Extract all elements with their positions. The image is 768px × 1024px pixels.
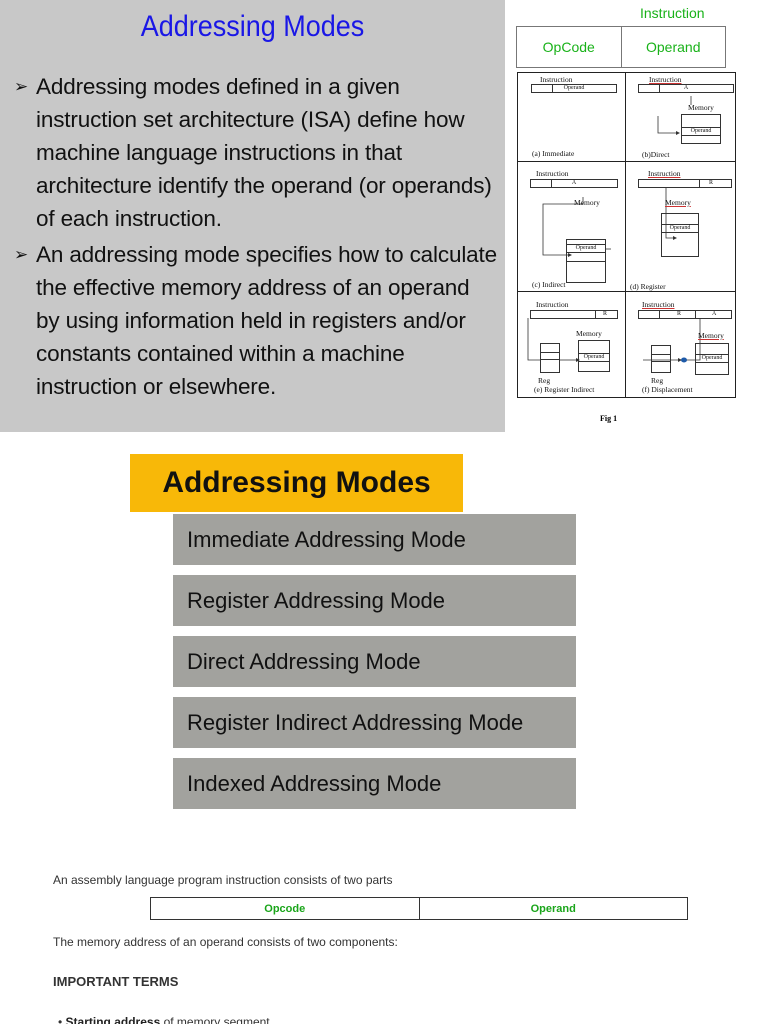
fig-d-caption: (d) Register (630, 282, 666, 291)
fig-d-header: Instruction (648, 169, 681, 178)
fig-a-header: Instruction (540, 75, 573, 84)
slide-title: Addressing Modes (140, 10, 365, 43)
fig-f-register-cell (652, 354, 670, 362)
fig-c-instruction: A (530, 179, 618, 188)
figure-caption: Fig 1 (600, 414, 618, 423)
fig-e-caption: (e) Register Indirect (534, 385, 595, 394)
opcode-cell: Opcode (264, 902, 306, 915)
memory-components-text: The memory address of an operand consist… (53, 935, 398, 949)
fig-c-memory-block: Operand (566, 239, 606, 283)
slide-panel: Addressing Modes ➢ Addressing modes defi… (0, 0, 505, 432)
fig-f-instruction: R A (638, 310, 732, 319)
list-item-rest: of memory segment. (160, 1015, 273, 1024)
bullet-isa: ➢ Addressing modes defined in a given in… (14, 70, 498, 235)
fig-f-header: Instruction (642, 300, 675, 309)
fig-e-reg-label: Reg (538, 376, 551, 385)
modes-header: Addressing Modes (130, 454, 463, 512)
fig-b-caption: (b)Direct (642, 150, 670, 159)
bullet-effective-address: ➢ An addressing mode specifies how to ca… (14, 238, 498, 403)
bullet-text: An addressing mode specifies how to calc… (36, 242, 498, 399)
fig-c-memory-cell (567, 261, 605, 270)
fig-e-memory: Memory (576, 329, 602, 338)
instruction-format-box: OpCode Operand (516, 26, 726, 68)
operand-cell: Operand (418, 898, 688, 919)
fig-b-instruction: A (638, 84, 734, 93)
fig-a-operand-label: Operand (563, 85, 585, 91)
fig-f-register-block (651, 345, 671, 373)
mode-item-register-indirect: Register Indirect Addressing Mode (173, 697, 576, 748)
fig-d-r-label: R (709, 180, 714, 186)
bullet-text: Addressing modes defined in a given inst… (36, 74, 492, 231)
fig-d-memory: Memory (665, 198, 691, 207)
mode-item-register: Register Addressing Mode (173, 575, 576, 626)
intro-text: An assembly language program instruction… (53, 873, 393, 887)
fig-a-caption: (a) Immediate (532, 149, 575, 158)
fig-c-operand: Operand (567, 244, 605, 253)
mode-item-immediate: Immediate Addressing Mode (173, 514, 576, 565)
fig-c-memory: Memory (574, 198, 600, 207)
fig-e-operand: Operand (579, 353, 609, 362)
fig-d-instruction: R (638, 179, 732, 188)
fig-f-a-label: A (712, 311, 717, 317)
fig-f-caption: (f) Displacement (642, 385, 693, 394)
fig-f-operand: Operand (696, 354, 728, 363)
fig-b-memory-block: Operand (681, 114, 721, 144)
arrow-bullet-icon: ➢ (14, 245, 29, 264)
list-item: • Starting address of memory segment. (58, 1015, 273, 1024)
fig-e-memory-block: Operand (578, 340, 610, 372)
fig-b-a-label: A (683, 85, 689, 91)
opcode-field: OpCode (542, 39, 595, 55)
fig-f-reg-label: Reg (651, 376, 664, 385)
fig-e-instruction: R (530, 310, 618, 319)
figure-divider (518, 161, 735, 162)
figure-arrows (527, 96, 701, 363)
arrow-bullet-icon: ➢ (14, 77, 29, 96)
mode-item-indexed: Indexed Addressing Mode (173, 758, 576, 809)
fig-c-caption: (c) Indirect (532, 280, 566, 289)
terms-heading: IMPORTANT TERMS (53, 974, 179, 989)
instruction-label: Instruction (640, 5, 705, 21)
list-item-bold: Starting address (65, 1015, 161, 1024)
fig-e-r-label: R (603, 311, 608, 317)
fig-d-operand: Operand (662, 224, 698, 233)
fig-e-register-block (540, 343, 560, 373)
fig-c-header: Instruction (536, 169, 569, 178)
operand-field: Operand (620, 27, 726, 67)
figure-divider (518, 291, 735, 292)
instruction-parts-table: Opcode Operand (150, 897, 688, 920)
fig-e-header: Instruction (536, 300, 569, 309)
fig-f-r-label: R (677, 311, 682, 317)
figure-divider (625, 73, 626, 397)
fig-c-a-label: A (571, 180, 577, 186)
fig-f-memory: Memory (698, 331, 724, 340)
bullet-dot-icon: • (58, 1015, 63, 1024)
fig-b-operand: Operand (682, 127, 720, 136)
fig-b-header: Instruction (649, 75, 682, 84)
fig-e-register-cell (541, 352, 559, 360)
fig-a-instruction: Operand (531, 84, 617, 93)
fig-b-memory: Memory (688, 103, 714, 112)
fig-d-memory-block: Operand (661, 213, 699, 257)
mode-item-direct: Direct Addressing Mode (173, 636, 576, 687)
addressing-modes-figure: Instruction Operand (a) Immediate Instru… (517, 72, 736, 398)
fig-f-memory-block: Operand (695, 343, 729, 375)
